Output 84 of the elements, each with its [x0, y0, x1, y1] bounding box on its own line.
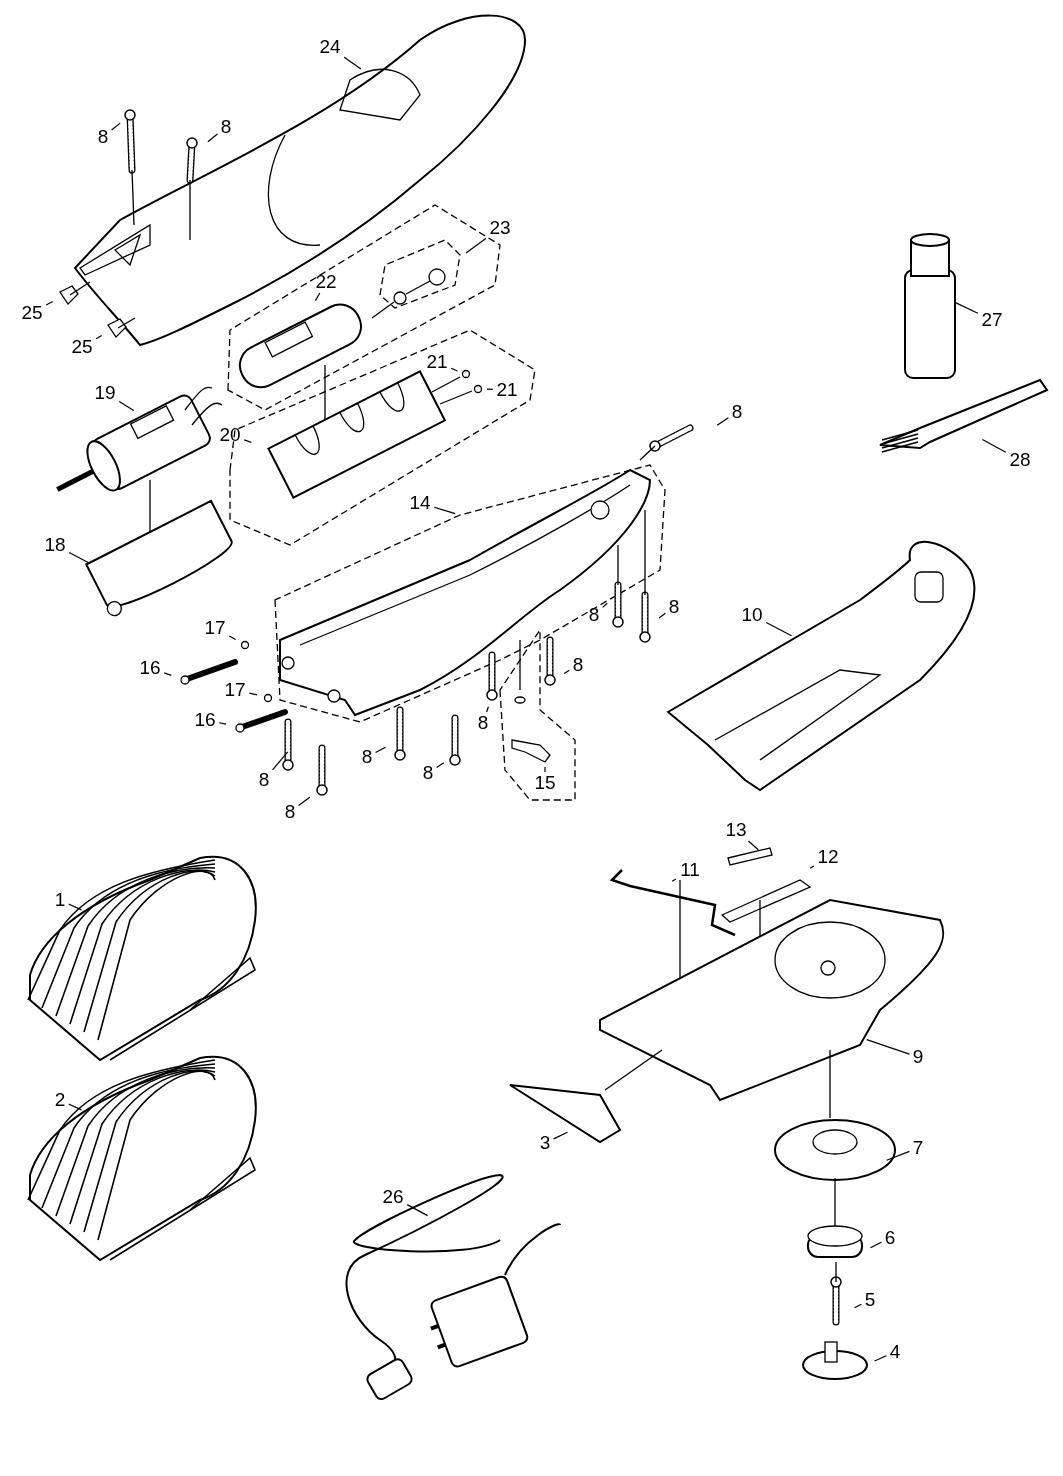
callout-number: 8	[477, 713, 489, 733]
callout-number: 25	[21, 303, 43, 323]
leader-line	[465, 237, 487, 254]
callout-number: 9	[912, 1047, 924, 1067]
callout-number: 25	[71, 337, 93, 357]
callout-number: 21	[496, 380, 518, 400]
leader-line	[553, 1131, 569, 1140]
callout-number: 3	[539, 1133, 551, 1153]
leader-line	[563, 669, 570, 674]
callout-number: 8	[422, 763, 434, 783]
callout-number: 2	[54, 1090, 66, 1110]
callout-number: 28	[1009, 450, 1031, 470]
callout-number: 1	[54, 890, 66, 910]
leader-line	[869, 1241, 882, 1249]
leader-line	[118, 401, 135, 411]
leader-line	[544, 766, 546, 773]
callout-number: 18	[44, 535, 66, 555]
leader-line	[163, 672, 172, 676]
leader-line	[716, 417, 729, 426]
leader-line	[68, 551, 90, 564]
callout-number: 13	[725, 820, 747, 840]
callout-number: 15	[534, 773, 556, 793]
leader-line	[486, 706, 490, 713]
leader-line	[953, 301, 979, 314]
callout-number: 8	[220, 117, 232, 137]
callout-number: 7	[912, 1138, 924, 1158]
leader-line	[747, 840, 759, 851]
callout-number: 19	[94, 383, 116, 403]
callout-number: 8	[572, 655, 584, 675]
leader-line	[343, 56, 362, 70]
callout-number: 16	[194, 710, 216, 730]
leader-line	[375, 746, 387, 754]
leader-line	[228, 635, 237, 641]
callout-number: 5	[864, 1290, 876, 1310]
callout-number: 27	[981, 310, 1003, 330]
callout-number: 8	[361, 747, 373, 767]
leader-line	[765, 621, 793, 637]
leader-line	[272, 751, 289, 771]
leader-line	[406, 1204, 429, 1217]
callout-number: 23	[489, 218, 511, 238]
callout-number: 21	[426, 352, 448, 372]
callout-number: 8	[588, 605, 600, 625]
leader-line	[207, 133, 218, 143]
callout-number: 24	[319, 37, 341, 57]
callout-number: 8	[258, 770, 270, 790]
callout-number: 8	[97, 127, 109, 147]
leader-line	[243, 439, 252, 443]
callout-number: 8	[668, 597, 680, 617]
callout-number: 20	[219, 425, 241, 445]
callout-number: 22	[315, 272, 337, 292]
callout-number: 26	[382, 1187, 404, 1207]
callout-number: 10	[741, 605, 763, 625]
callout-number: 14	[409, 493, 431, 513]
callout-number: 12	[817, 847, 839, 867]
leader-line	[486, 388, 494, 391]
leader-line	[218, 722, 227, 725]
leader-line	[111, 122, 121, 131]
leader-line	[981, 438, 1007, 453]
callout-number: 11	[680, 860, 700, 880]
leader-line	[886, 1150, 910, 1161]
leader-line	[853, 1303, 862, 1309]
callout-number: 6	[884, 1228, 896, 1248]
callout-number: 16	[139, 658, 161, 678]
leader-line	[314, 292, 321, 302]
callout-number: 4	[889, 1342, 901, 1362]
callout-number: 8	[284, 802, 296, 822]
leader-line	[866, 1039, 910, 1055]
leader-line	[658, 612, 666, 619]
callout-number: 17	[204, 618, 226, 638]
leader-line	[602, 602, 608, 608]
leader-line	[450, 367, 459, 372]
callout-number: 17	[224, 680, 246, 700]
leader-line	[95, 334, 103, 340]
leader-line	[248, 692, 258, 696]
leader-line	[298, 796, 311, 807]
callout-number: 8	[731, 402, 743, 422]
leader-line	[874, 1355, 887, 1362]
leader-line	[45, 300, 54, 306]
leader-line	[671, 878, 677, 882]
leader-line	[436, 762, 445, 768]
leader-line	[433, 506, 456, 515]
leader-line	[809, 865, 815, 869]
leader-line	[68, 903, 83, 911]
leader-line	[68, 1103, 83, 1111]
